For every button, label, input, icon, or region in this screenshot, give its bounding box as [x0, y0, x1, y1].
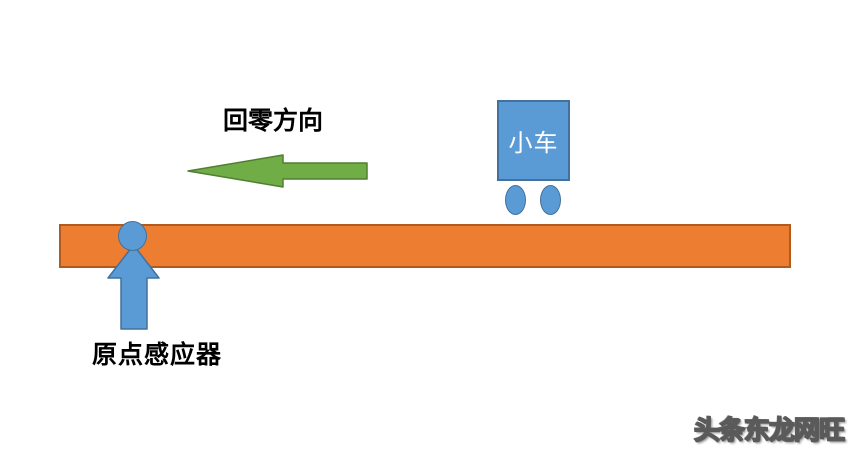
origin-sensor-label: 原点感应器: [92, 340, 223, 369]
homing-direction-label: 回零方向: [223, 106, 324, 135]
left-arrow-icon: [187, 154, 368, 188]
cart: 小车: [497, 100, 570, 181]
up-arrow-icon: [107, 244, 160, 330]
rail: [59, 224, 791, 268]
cart-wheel-right: [540, 185, 561, 215]
cart-label: 小车: [508, 129, 559, 157]
origin-sensor-head: [118, 221, 147, 251]
cart-wheel-left: [505, 185, 526, 215]
watermark: 头条东龙网旺: [693, 415, 846, 447]
